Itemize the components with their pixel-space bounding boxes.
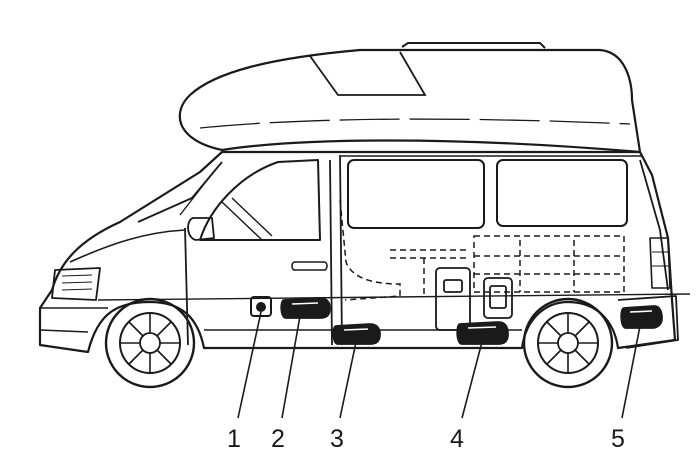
component-3	[332, 323, 381, 345]
pop-top-roof	[178, 42, 642, 154]
callout-label-2: 2	[271, 425, 285, 453]
component-2	[280, 297, 331, 319]
leader-line-3	[339, 341, 357, 419]
leader-line-4	[461, 341, 483, 419]
callout-labels: 1 2 3 4 5	[227, 425, 625, 453]
side-panel-fixtures	[435, 267, 513, 331]
interior-layout	[339, 199, 625, 301]
van-body	[38, 150, 691, 354]
component-5	[620, 305, 663, 329]
leader-line-2	[281, 315, 301, 419]
front-wheel	[104, 297, 196, 389]
leader-line-5	[621, 325, 641, 419]
callout-label-4: 4	[450, 425, 464, 453]
component-1	[250, 296, 272, 317]
service-hatch	[435, 267, 471, 331]
leader-line-1	[237, 311, 262, 419]
callout-label-5: 5	[611, 425, 625, 453]
component-4	[456, 321, 509, 345]
callout-label-3: 3	[330, 425, 344, 453]
inlet-cover	[483, 277, 513, 319]
leader-lines	[237, 311, 641, 419]
rear-wheel	[522, 297, 614, 389]
callout-label-1: 1	[227, 425, 241, 453]
